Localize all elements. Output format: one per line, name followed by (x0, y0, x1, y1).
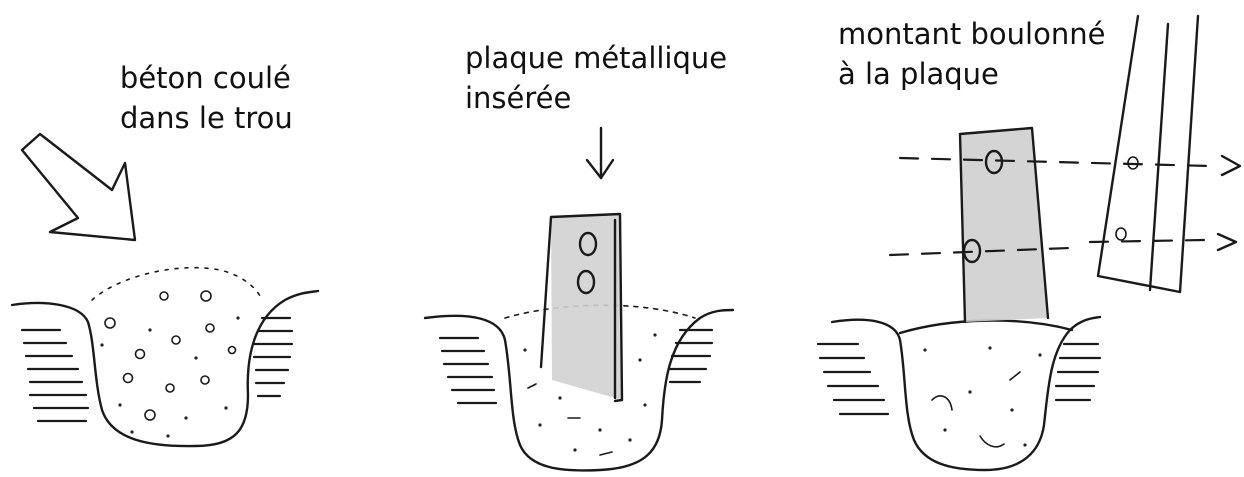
concrete-surface (92, 268, 262, 300)
panel-1-sketch (12, 134, 318, 446)
panel-3-sketch (818, 16, 1240, 470)
down-arrow-icon (587, 128, 613, 178)
wooden-post (1098, 16, 1198, 292)
concrete-aggregate (100, 291, 239, 438)
soil-hatching-left (440, 338, 496, 403)
hole-outline (832, 317, 1100, 470)
soil-hatching-right (254, 318, 292, 396)
curved-arrow-icon (22, 134, 135, 240)
metal-plate-fill (551, 214, 622, 400)
bolt-direction-arrow-icon (1218, 156, 1240, 250)
concrete-speckles (923, 346, 1041, 446)
soil-hatching-right (1056, 344, 1100, 400)
bolt-line-top (900, 158, 1210, 166)
concrete-surface (900, 321, 1072, 333)
post-bolt-hole-bottom (1116, 228, 1126, 240)
soil-hatching-left (22, 330, 88, 421)
soil-hatching-left (818, 344, 888, 414)
panel-2-sketch (425, 128, 733, 470)
soil-hatching-right (670, 330, 712, 382)
